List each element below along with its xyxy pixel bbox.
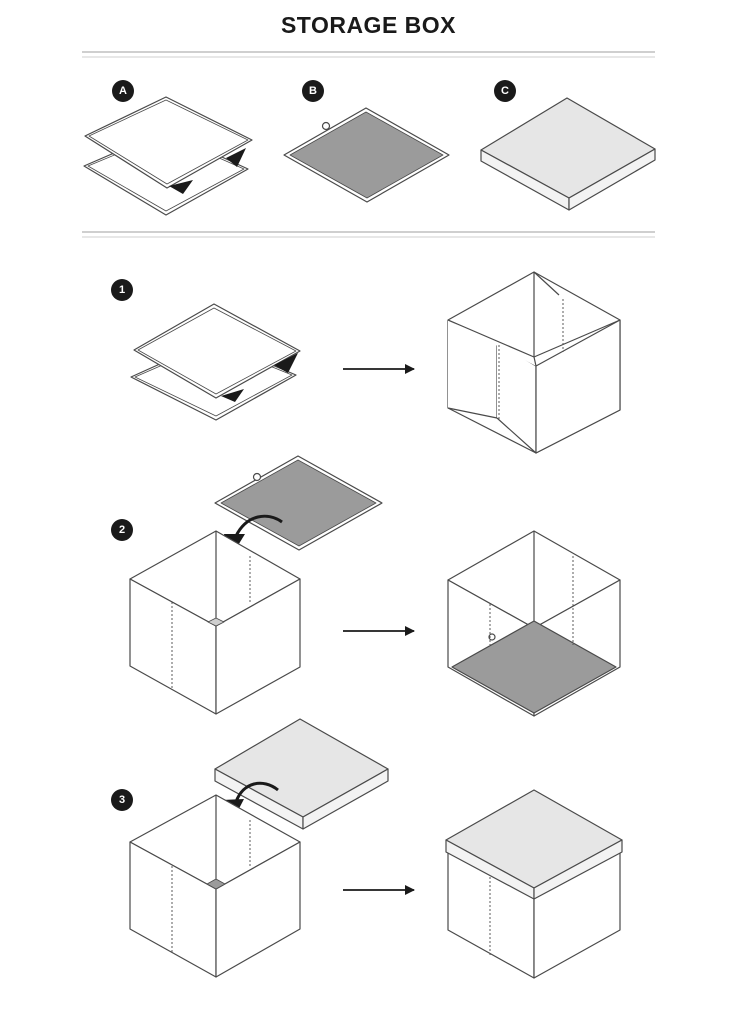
step-2-badge: 2 [111,519,133,541]
part-c-lid [480,97,656,211]
separator-top [82,51,655,58]
step-1-flat-panels [130,303,301,421]
part-a-fabric-panels [83,96,253,216]
part-a-badge: A [112,80,134,102]
page-title: STORAGE BOX [280,12,457,38]
step-3-lid-arrow [234,781,279,803]
step-2-box-with-base [447,530,621,717]
part-b-base-board [283,107,450,203]
step-2-open-box [129,530,301,715]
step-3-badge: 3 [111,789,133,811]
part-c-badge: C [494,80,516,102]
step-2-insert-arrow [234,514,283,537]
part-c-label: C [501,85,509,97]
part-b-badge: B [302,80,324,102]
part-b-label: B [309,85,317,97]
step-3-open-box [129,794,301,978]
step-1-unfolded-box [447,271,621,454]
step-3-label: 3 [119,794,125,806]
part-a-label: A [119,85,127,97]
step-3-lid [214,718,389,830]
step-2-label: 2 [119,524,125,536]
step-1-badge: 1 [111,279,133,301]
step-3-closed-box [445,789,623,979]
step-1-label: 1 [119,284,125,296]
separator-middle [82,231,655,238]
step-2-base-board [214,455,383,551]
